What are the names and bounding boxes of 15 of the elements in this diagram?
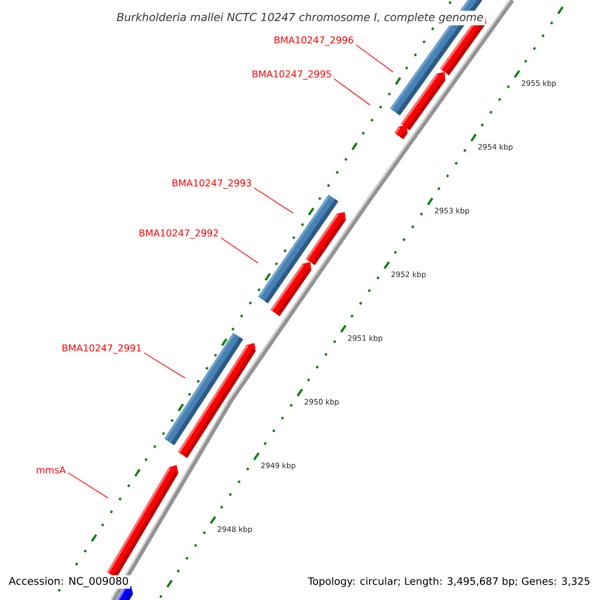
gene-label: mmsA xyxy=(36,466,66,474)
gene-label: BMA10247_2995 xyxy=(252,70,331,80)
leader-line xyxy=(254,187,294,214)
leader-line xyxy=(334,78,370,106)
leader-line xyxy=(68,472,108,498)
leader-line xyxy=(220,237,258,264)
gene-label: BMA10247_2991 xyxy=(62,344,141,354)
gene-label: BMA10247_2996 xyxy=(274,36,354,46)
gene-label: BMA10247_2992 xyxy=(140,229,218,239)
leader-line xyxy=(144,352,186,378)
genome-info-text: Topology: circular; Length: 3,495,687 bp; Genes: 3,325 xyxy=(306,576,592,588)
title: Burkholderia mallei NCTC 10247 chromosome I, complete genome xyxy=(114,10,486,26)
accession-text: Accession: NC_009080 xyxy=(7,575,130,589)
leader-line xyxy=(356,44,394,72)
gene-label: BMA10247_2993 xyxy=(172,179,252,189)
